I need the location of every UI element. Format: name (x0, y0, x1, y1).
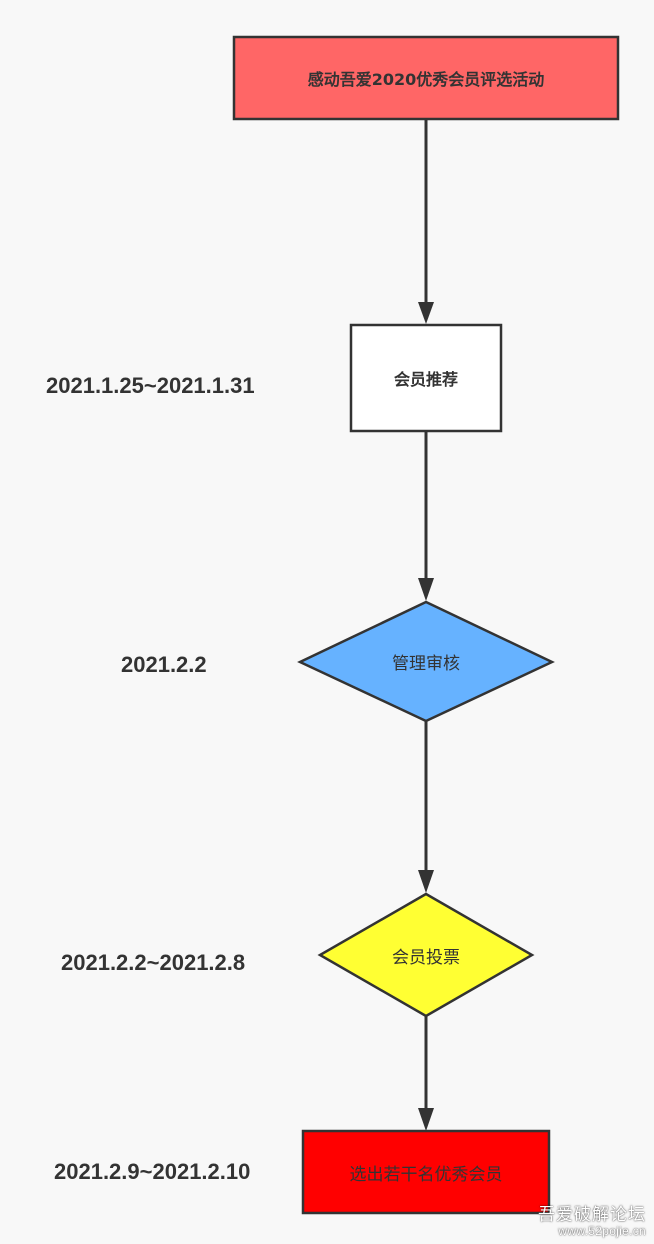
date-label-recommend: 2021.1.25~2021.1.31 (46, 373, 255, 398)
watermark-url: www.52pojie.cn (558, 1223, 646, 1238)
arrowhead-recommend (418, 302, 434, 324)
date-label-vote: 2021.2.2~2021.2.8 (61, 950, 246, 975)
node-review-diamond (297, 600, 555, 723)
arrowhead-vote (418, 870, 434, 893)
node-start-box (232, 35, 620, 121)
node-vote-diamond (317, 892, 535, 1018)
node-recommend-label: 会员推荐 (393, 370, 458, 389)
arrowhead-select (418, 1108, 434, 1131)
watermark-text: 吾爱破解论坛 (538, 1205, 646, 1226)
node-select-box (301, 1129, 551, 1215)
node-recommend-box (349, 323, 503, 433)
arrowhead-review (418, 578, 434, 601)
date-label-review: 2021.2.2 (121, 652, 207, 677)
node-start-label: 感动吾爱2020优秀会员评选活动 (307, 70, 545, 89)
node-review-label: 管理审核 (392, 654, 460, 674)
date-label-select: 2021.2.9~2021.2.10 (54, 1159, 251, 1184)
node-select-label: 选出若干名优秀会员 (349, 1164, 503, 1185)
node-vote-label: 会员投票 (392, 947, 460, 968)
connectors (418, 120, 434, 1131)
watermark: 吾爱破解论坛 www.52pojie.cn (538, 1206, 646, 1238)
